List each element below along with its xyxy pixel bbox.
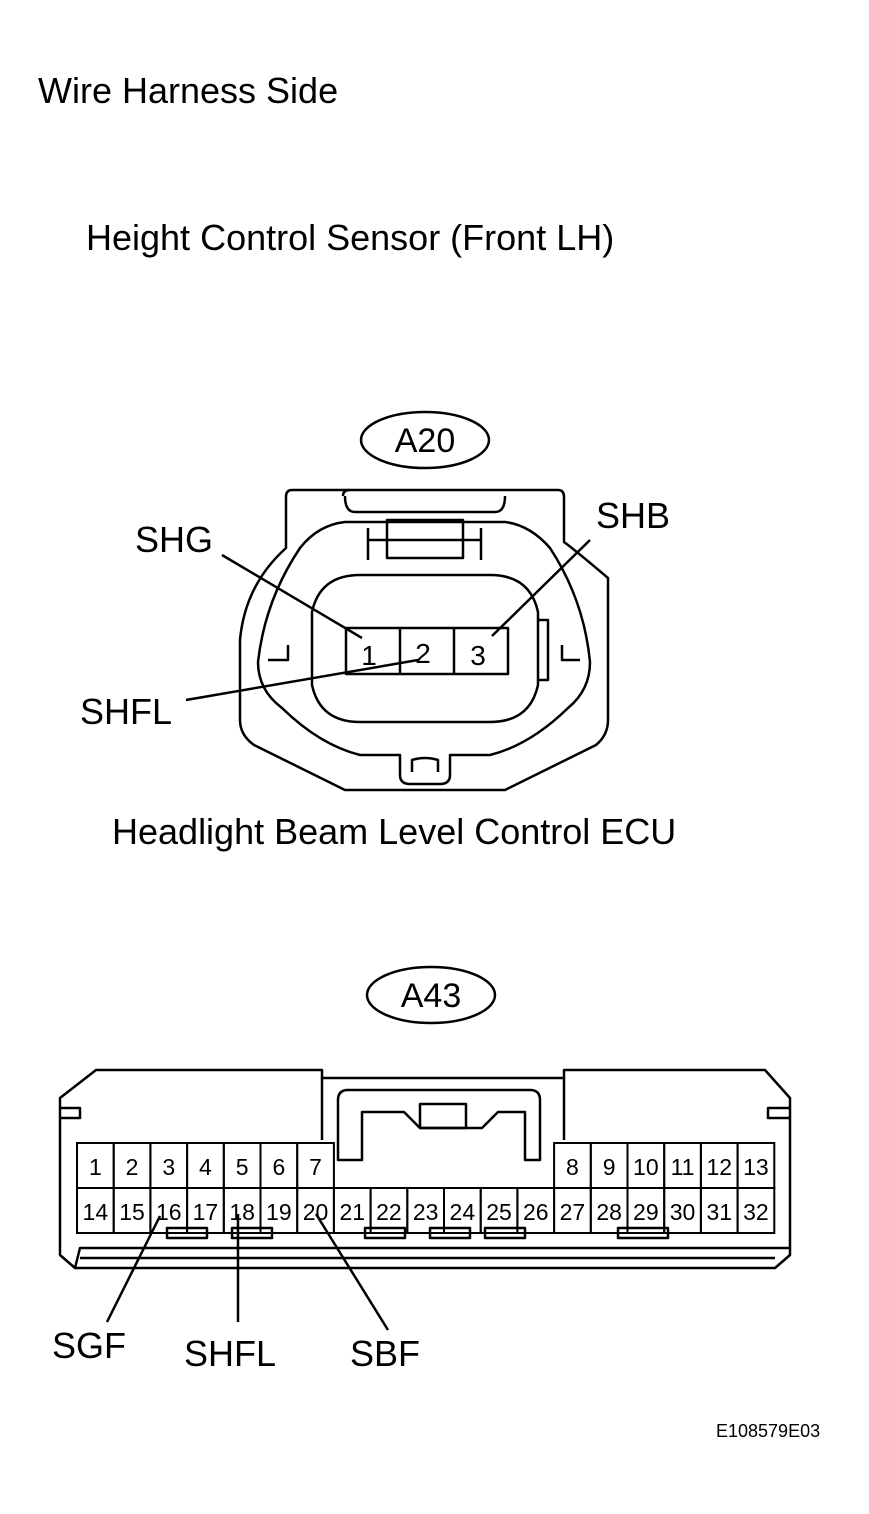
shg-leader-line <box>221 553 363 640</box>
sensor-callout-leaders <box>185 539 591 702</box>
ecu-callout-leaders <box>105 1213 390 1331</box>
ecu-pin-28: 28 <box>596 1199 622 1225</box>
ecu-pin-2: 2 <box>126 1154 139 1180</box>
ecu-pin-16: 16 <box>156 1199 182 1225</box>
callout-shfl-ecu: SHFL <box>184 1333 276 1374</box>
ecu-connector-id-ellipse <box>365 965 497 1025</box>
ecu-housing <box>58 1068 792 1270</box>
shfl-leader-line <box>185 658 419 702</box>
sensor-housing-outer <box>238 488 610 792</box>
ecu-pin-25: 25 <box>486 1199 512 1225</box>
ecu-pin-19: 19 <box>266 1199 292 1225</box>
ecu-pin-4: 4 <box>199 1154 212 1180</box>
callout-shb: SHB <box>596 495 670 536</box>
ecu-pin-30: 30 <box>670 1199 696 1225</box>
sensor-connector-id: A20 <box>395 422 456 460</box>
ecu-pin-6: 6 <box>272 1154 285 1180</box>
ecu-latch <box>336 1088 542 1162</box>
sensor-housing-inner <box>256 520 592 786</box>
page-title: Wire Harness Side <box>38 70 339 111</box>
ecu-pin-27: 27 <box>560 1199 586 1225</box>
shb-leader-line <box>491 539 591 637</box>
ecu-pin-21: 21 <box>339 1199 365 1225</box>
ecu-pin-13: 13 <box>743 1154 769 1180</box>
ecu-connector <box>58 965 792 1270</box>
sbf-leader-line <box>314 1213 390 1331</box>
ecu-pin-10: 10 <box>633 1154 659 1180</box>
ecu-pin-cell <box>736 1187 776 1234</box>
ecu-pin-22: 22 <box>376 1199 402 1225</box>
ecu-pin-grid <box>76 1142 776 1234</box>
figure-code: E108579E03 <box>716 1421 821 1441</box>
ecu-pin-32: 32 <box>743 1199 769 1225</box>
ecu-pin-24: 24 <box>450 1199 476 1225</box>
sensor-connector-id-ellipse <box>359 410 491 470</box>
ecu-pin-17: 17 <box>193 1199 219 1225</box>
sensor-title: Height Control Sensor (Front LH) <box>86 217 615 258</box>
sensor-pin-1: 1 <box>361 640 377 671</box>
callout-sbf: SBF <box>350 1333 420 1374</box>
ecu-pin-20: 20 <box>303 1199 329 1225</box>
ecu-pin-18: 18 <box>229 1199 255 1225</box>
ecu-pin-5: 5 <box>236 1154 249 1180</box>
ecu-connector-id: A43 <box>401 977 462 1015</box>
ecu-pin-3: 3 <box>162 1154 175 1180</box>
sensor-connector <box>238 410 610 792</box>
callout-sgf: SGF <box>52 1325 126 1366</box>
ecu-pin-11: 11 <box>671 1154 695 1180</box>
ecu-pin-31: 31 <box>706 1199 732 1225</box>
callout-shfl-sensor: SHFL <box>80 691 172 732</box>
sensor-pin-2: 2 <box>415 638 431 669</box>
ecu-pin-29: 29 <box>633 1199 659 1225</box>
ecu-title: Headlight Beam Level Control ECU <box>112 811 677 852</box>
ecu-pin-15: 15 <box>119 1199 145 1225</box>
ecu-pin-14: 14 <box>83 1199 109 1225</box>
ecu-pin-1: 1 <box>89 1154 102 1180</box>
ecu-pin-7: 7 <box>309 1154 322 1180</box>
ecu-pin-12: 12 <box>706 1154 732 1180</box>
callout-shg: SHG <box>135 519 213 560</box>
sensor-pin-block <box>344 626 510 676</box>
ecu-pin-9: 9 <box>603 1154 616 1180</box>
ecu-pin-26: 26 <box>523 1199 549 1225</box>
ecu-pin-23: 23 <box>413 1199 439 1225</box>
sensor-cavity <box>310 573 540 724</box>
sensor-pin-3: 3 <box>470 640 486 671</box>
ecu-pin-8: 8 <box>566 1154 579 1180</box>
